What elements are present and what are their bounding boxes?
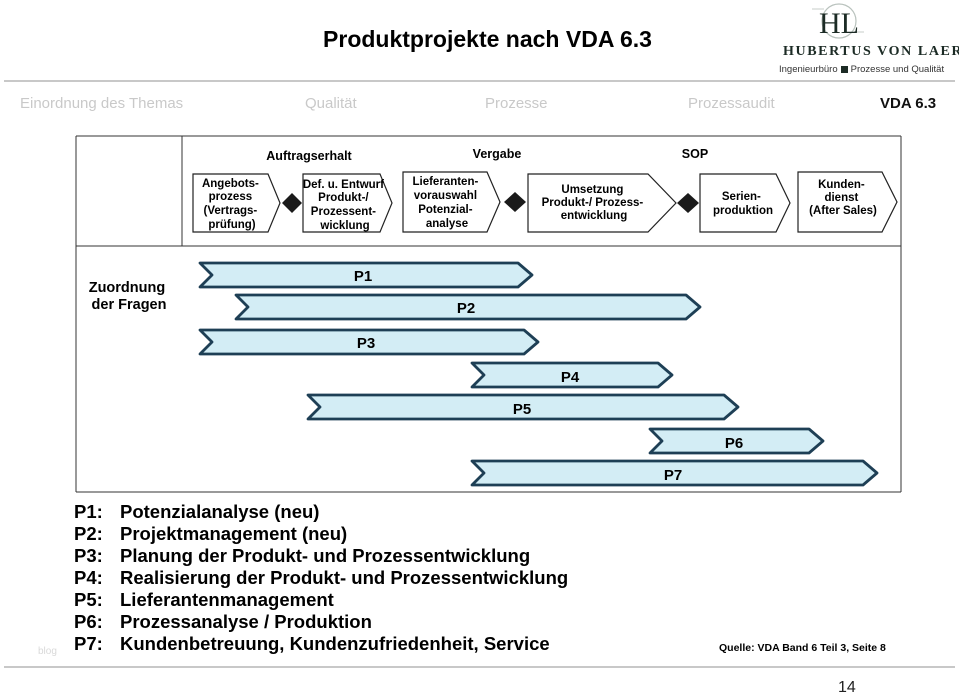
legend-item-p4: P4:Realisierung der Produkt- und Prozess…: [74, 567, 569, 588]
page-title: Produktprojekte nach VDA 6.3: [323, 26, 652, 52]
svg-text:Def. u. Entwurf Produkt-: Def. u. Entwurf Produkt-/ Prozessent- wi…: [303, 179, 387, 232]
question-arrow-p7: P7: [470, 459, 879, 487]
diagram-grid: [75, 135, 902, 493]
svg-text:P6: P6: [725, 435, 743, 452]
logo-circle: [821, 3, 857, 39]
svg-text:Angebots- prozess: Angebots- prozess (Vertrags- prüfung): [202, 178, 262, 231]
question-arrow-p4: P4: [470, 361, 674, 389]
question-arrow-p6: P6: [648, 427, 825, 455]
source-note: Quelle: VDA Band 6 Teil 3, Seite 8: [719, 642, 886, 654]
header-divider: [4, 80, 955, 82]
svg-text:P5: P5: [513, 401, 531, 418]
logo-square-icon: [840, 65, 848, 73]
legend-item-p6: P6:Prozessanalyse / Produktion: [74, 611, 372, 632]
svg-text:P3: P3: [357, 335, 375, 352]
logo-tag-left: Ingenieurbüro: [779, 64, 838, 75]
nav-item-vda63[interactable]: VDA 6.3: [880, 95, 937, 112]
legend-item-p2: P2:Projektmanagement (neu): [74, 523, 348, 544]
milestone-diamond-icon: [504, 192, 526, 212]
svg-text:Serien- produktion: Serien- produktion: [713, 191, 773, 217]
logo-monogram-text: HL: [819, 7, 859, 40]
page-number: 14: [838, 679, 856, 696]
milestone-sop: SOP: [682, 147, 708, 161]
svg-text:Lieferanten- vorauswahl: Lieferanten- vorauswahl Potenzial- analy…: [412, 176, 481, 230]
phase-box-kundendienst: Kunden- dienst (After Sales): [797, 171, 898, 233]
nav-item-einordnung[interactable]: Einordnung des Themas: [20, 95, 184, 112]
milestone-diamond-icon: [677, 193, 699, 213]
svg-text:P1: P1: [354, 268, 372, 285]
nav-item-prozesse[interactable]: Prozesse: [485, 95, 548, 112]
process-diagram: Auftragserhalt Vergabe SOP Angebots- pro…: [75, 135, 902, 493]
legend-item-p7: P7:Kundenbetreuung, Kundenzufriedenheit,…: [74, 633, 550, 654]
milestone-auftragserhalt: Auftragserhalt: [266, 149, 352, 163]
svg-text:Kunden- dienst (Af: Kunden- dienst (After Sales): [809, 179, 877, 217]
legend-item-p5: P5:Lieferantenmanagement: [74, 589, 334, 610]
phase-box-angebotsprozess: Angebots- prozess (Vertrags- prüfung): [192, 173, 281, 233]
logo-tag-right: Prozesse und Qualität: [850, 64, 945, 75]
question-arrow-p1: P1: [198, 261, 534, 289]
legend-item-p3: P3:Planung der Produkt- und Prozessentwi…: [74, 545, 531, 566]
footer-divider: [4, 666, 955, 668]
question-arrow-p3: P3: [198, 328, 540, 356]
svg-text:P4: P4: [561, 369, 580, 386]
svg-text:Umsetzung Produkt-/ Proz: Umsetzung Produkt-/ Prozess- entwicklung: [542, 184, 647, 222]
question-arrow-p5: P5: [306, 393, 740, 421]
nav-item-qualitaet[interactable]: Qualität: [305, 95, 357, 112]
svg-text:P2: P2: [457, 300, 475, 317]
logo-name: HUBERTUS VON LAER: [783, 44, 959, 59]
phase-box-umsetzung: Umsetzung Produkt-/ Prozess- entwicklung: [527, 173, 677, 233]
question-arrow-p2: P2: [234, 293, 702, 321]
svg-text:P7: P7: [664, 467, 682, 484]
watermark: blog: [38, 646, 57, 657]
milestone-diamond-icon: [282, 193, 302, 213]
row-label-zuordnung: Zuordnung der Fragen: [89, 280, 170, 313]
logo-monogram: HL: [812, 3, 864, 40]
nav-item-prozessaudit[interactable]: Prozessaudit: [688, 95, 775, 112]
phase-box-entwurf: Def. u. Entwurf Produkt-/ Prozessent- wi…: [302, 173, 393, 233]
logo-tagline: Ingenieurbüro Prozesse und Qualität: [779, 64, 944, 75]
legend-item-p1: P1:Potenzialanalyse (neu): [74, 501, 320, 522]
milestone-vergabe: Vergabe: [473, 147, 522, 161]
phase-box-lieferantenvorauswahl: Lieferanten- vorauswahl Potenzial- analy…: [402, 171, 501, 233]
phase-box-serienproduktion: Serien- produktion: [699, 173, 791, 233]
